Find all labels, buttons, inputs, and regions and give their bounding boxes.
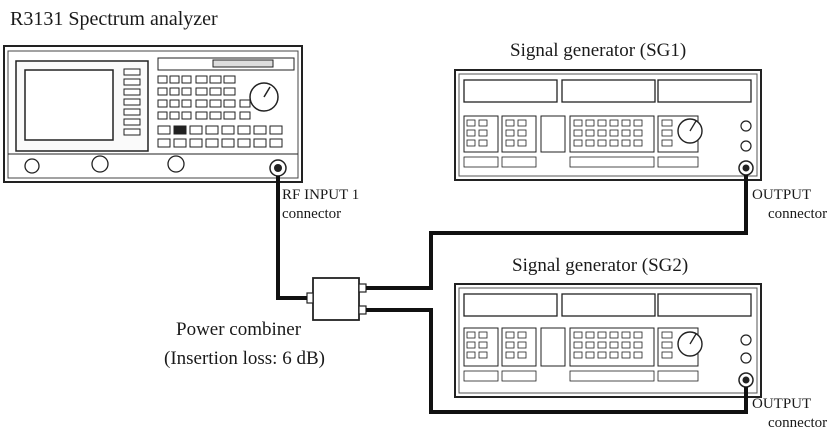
spectrum-analyzer [3, 45, 303, 183]
cable-combiner-sg2 [366, 308, 748, 414]
sg2-output-label: OUTPUT [752, 396, 812, 412]
sg1-title: Signal generator (SG1) [510, 40, 687, 61]
sg2-title: Signal generator (SG2) [512, 255, 689, 276]
cables [276, 175, 748, 414]
sg2-output-sub-label: connector [768, 415, 828, 431]
power-combiner [306, 277, 367, 321]
analyzer-knob-3 [167, 155, 185, 173]
combiner-title: Power combiner [176, 319, 302, 340]
sg1-output-label: OUTPUT [752, 187, 812, 203]
signal-generator-sg1 [454, 69, 762, 181]
analyzer-title: R3131 Spectrum analyzer [10, 8, 218, 30]
rf-input-sub-label: connector [282, 206, 342, 222]
combiner-subtitle: (Insertion loss: 6 dB) [164, 348, 325, 369]
analyzer-softkeys [123, 68, 141, 136]
cable-combiner-sg1 [366, 175, 748, 290]
signal-generator-sg2 [454, 283, 762, 398]
analyzer-power-knob [24, 158, 40, 174]
cable-analyzer-combiner [276, 176, 307, 300]
rf-input-label: RF INPUT 1 [282, 187, 360, 203]
analyzer-screen [24, 69, 114, 141]
sg1-output-sub-label: connector [768, 206, 828, 222]
analyzer-knob-2 [91, 155, 109, 173]
analyzer-keypad [157, 75, 283, 148]
